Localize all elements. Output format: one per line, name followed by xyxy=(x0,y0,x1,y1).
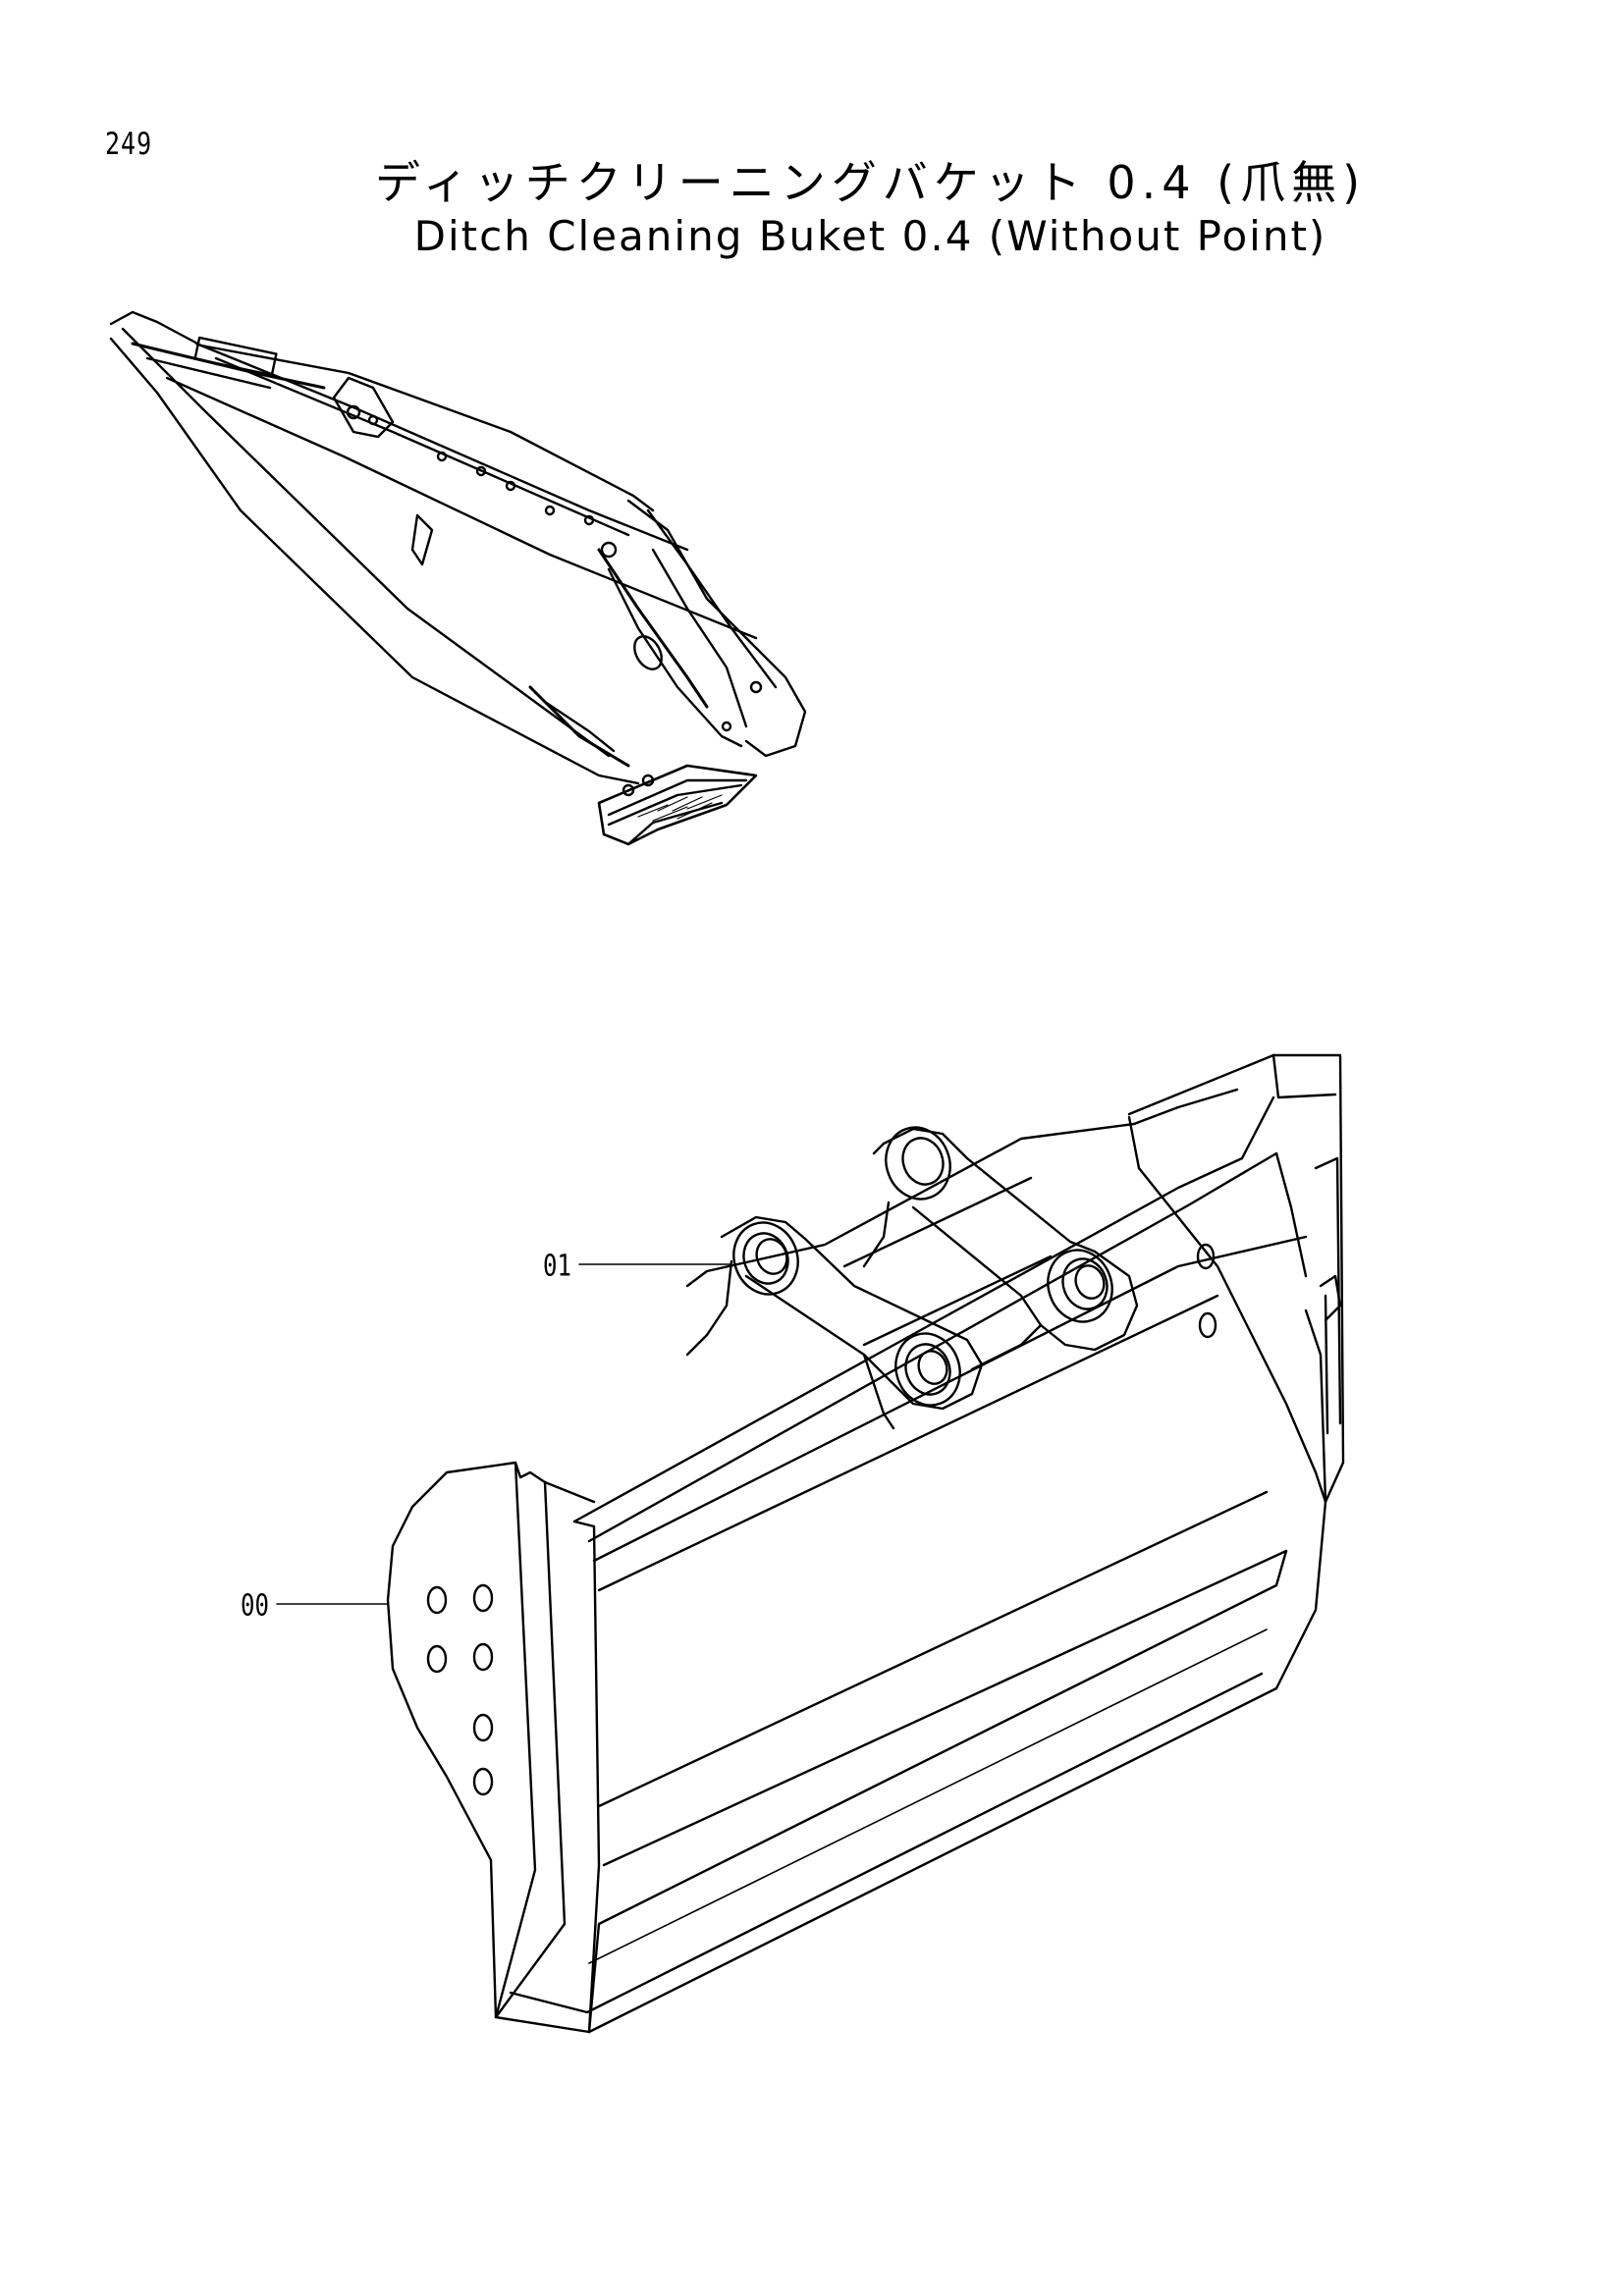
bucket-left-side-plate xyxy=(386,1461,567,2019)
callout-label-01: 01 xyxy=(543,1249,571,1283)
bushing-lower-right xyxy=(1047,1249,1113,1323)
title-english: Ditch Cleaning Buket 0.4 (Without Point) xyxy=(413,212,1327,260)
side-plate-hole xyxy=(472,1767,494,1796)
page-number: 249 xyxy=(105,126,153,162)
mini-bucket-icon xyxy=(597,764,758,846)
side-plate-hole xyxy=(426,1644,448,1674)
bushing-01-top-left xyxy=(732,1221,799,1296)
side-plate-hole xyxy=(472,1642,494,1672)
side-plate-hole xyxy=(1196,1243,1216,1270)
callout-label-00: 00 xyxy=(241,1588,269,1623)
bucket-bracket xyxy=(685,1127,1139,1430)
side-plate-hole xyxy=(472,1713,494,1742)
arm-overview-illustration xyxy=(109,310,807,846)
side-plate-hole xyxy=(426,1585,448,1615)
bucket-right-side-plate xyxy=(1271,1053,1345,1504)
side-plate-hole xyxy=(1198,1311,1217,1339)
bucket-main-drawing xyxy=(276,1053,1345,2034)
bushing-top-right xyxy=(885,1126,951,1201)
title-japanese: ディッチクリーニングバケット 0.4 (爪無) xyxy=(374,156,1367,209)
side-plate-hole xyxy=(472,1583,494,1613)
bushing-lower-left xyxy=(894,1332,961,1407)
